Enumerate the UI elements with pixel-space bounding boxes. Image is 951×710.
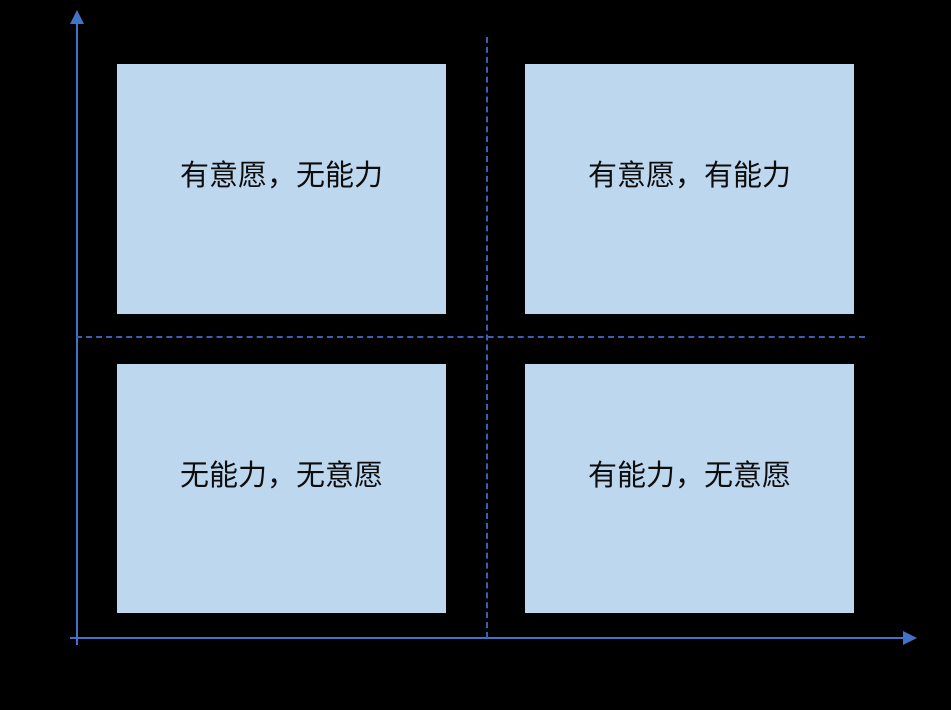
quadrant-top-left-label: 有意愿，无能力: [179, 158, 383, 193]
quadrant-bottom-right-label: 有能力，无意愿: [587, 457, 791, 492]
quadrant-bottom-left-label: 无能力，无意愿: [179, 457, 383, 492]
vertical-dashed-divider: [486, 37, 488, 638]
x-axis-arrow-right-icon: [903, 631, 917, 645]
y-axis-arrow-up-icon: [70, 10, 84, 24]
y-axis-line: [76, 17, 78, 645]
quadrant-top-left[interactable]: 有意愿，无能力: [117, 64, 446, 314]
x-axis-line: [70, 637, 903, 639]
quadrant-top-right[interactable]: 有意愿，有能力: [525, 64, 854, 314]
quadrant-top-right-label: 有意愿，有能力: [587, 158, 791, 193]
quadrant-bottom-left[interactable]: 无能力，无意愿: [117, 364, 446, 613]
horizontal-dashed-divider: [76, 336, 865, 338]
quadrant-bottom-right[interactable]: 有能力，无意愿: [525, 364, 854, 613]
